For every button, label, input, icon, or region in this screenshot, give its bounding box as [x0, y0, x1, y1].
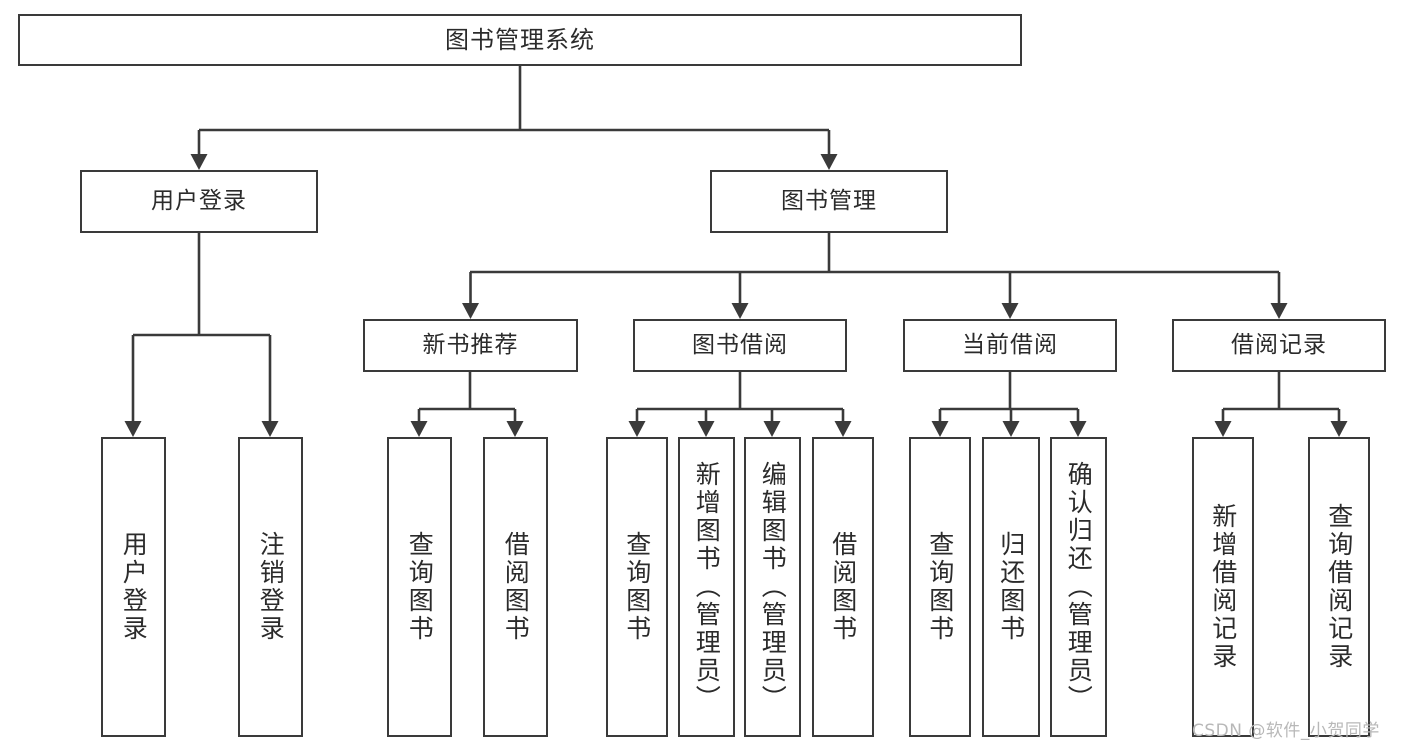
node-label: 查询图书 [622, 531, 652, 643]
node-borrow-record[interactable]: 借阅记录 [1172, 319, 1386, 372]
node-label: 借阅图书 [501, 531, 531, 643]
leaf-add-book[interactable]: 新增图书（管理员） [678, 437, 735, 737]
node-current-borrow[interactable]: 当前借阅 [903, 319, 1117, 372]
node-label: 查询图书 [405, 531, 435, 643]
node-root-system[interactable]: 图书管理系统 [18, 14, 1022, 66]
leaf-edit-book[interactable]: 编辑图书（管理员） [744, 437, 801, 737]
csdn-watermark: CSDN @软件_小贺同学 [1192, 721, 1380, 741]
node-label: 注销登录 [256, 531, 286, 643]
node-book-manage[interactable]: 图书管理 [710, 170, 948, 233]
node-label: 归还图书 [996, 531, 1026, 643]
leaf-return-book[interactable]: 归还图书 [982, 437, 1040, 737]
node-label: 用户登录 [119, 531, 149, 643]
node-label: 编辑图书（管理员） [758, 461, 788, 713]
node-label: 新书推荐 [422, 331, 519, 358]
node-book-borrow[interactable]: 图书借阅 [633, 319, 847, 372]
node-label: 新增借阅记录 [1208, 503, 1238, 671]
leaf-query-book-1[interactable]: 查询图书 [387, 437, 452, 737]
node-label: 查询借阅记录 [1324, 503, 1354, 671]
node-user-login[interactable]: 用户登录 [80, 170, 318, 233]
node-label: 借阅记录 [1231, 331, 1327, 358]
leaf-user-login[interactable]: 用户登录 [101, 437, 166, 737]
node-label: 图书管理系统 [445, 25, 595, 54]
node-label: 借阅图书 [828, 531, 858, 643]
leaf-add-record[interactable]: 新增借阅记录 [1192, 437, 1254, 737]
node-label: 查询图书 [925, 531, 955, 643]
leaf-logout[interactable]: 注销登录 [238, 437, 303, 737]
node-label: 新增图书（管理员） [692, 461, 722, 713]
leaf-query-book-2[interactable]: 查询图书 [606, 437, 668, 737]
node-label: 图书借阅 [692, 331, 788, 358]
node-new-book-recommend[interactable]: 新书推荐 [363, 319, 578, 372]
node-label: 确认归还（管理员） [1064, 461, 1094, 713]
node-label: 当前借阅 [962, 331, 1058, 358]
node-label: 用户登录 [151, 187, 247, 214]
leaf-query-record[interactable]: 查询借阅记录 [1308, 437, 1370, 737]
leaf-borrow-book-1[interactable]: 借阅图书 [483, 437, 548, 737]
leaf-borrow-book-2[interactable]: 借阅图书 [812, 437, 874, 737]
leaf-query-book-3[interactable]: 查询图书 [909, 437, 971, 737]
node-label: 图书管理 [781, 187, 877, 214]
leaf-confirm-return[interactable]: 确认归还（管理员） [1050, 437, 1107, 737]
